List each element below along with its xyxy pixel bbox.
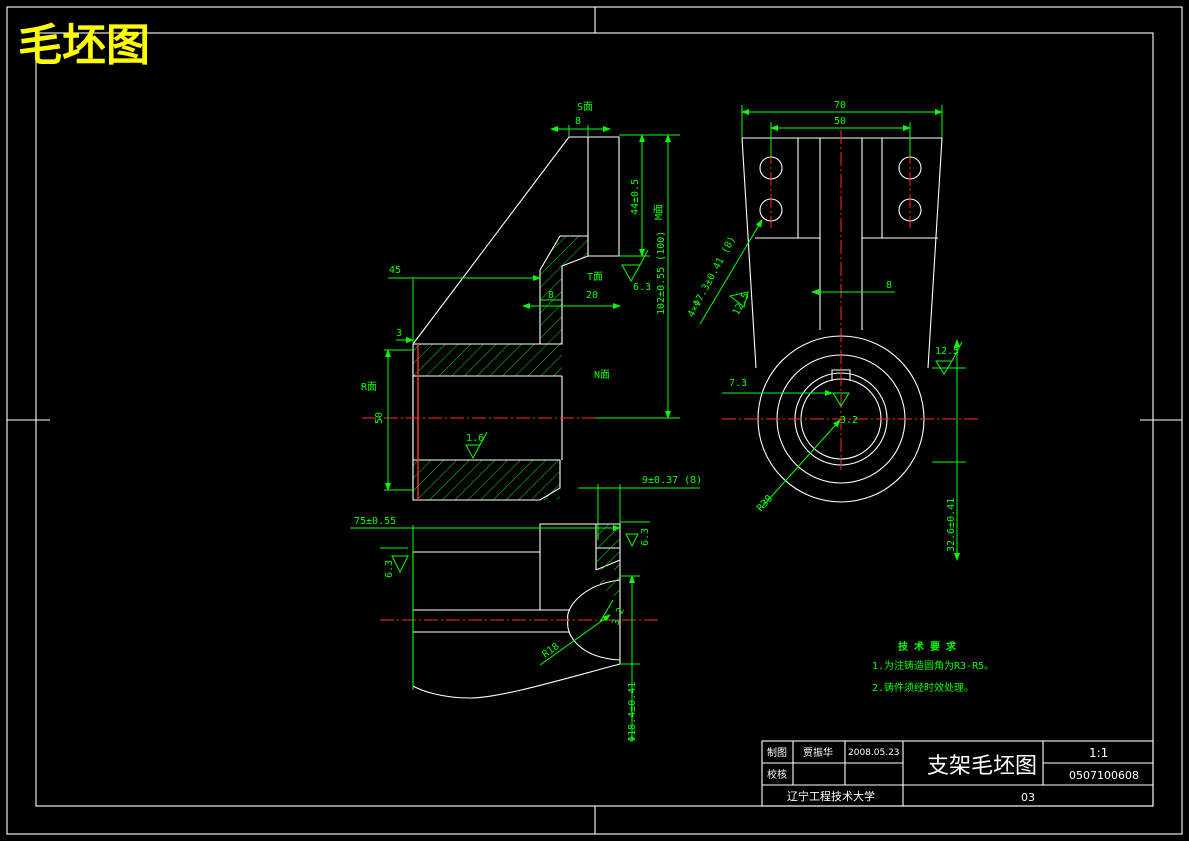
front-view-outline: [412, 136, 620, 501]
label-n-face: N面: [594, 370, 610, 381]
part-name: 支架毛坯图: [927, 754, 1037, 779]
technical-requirements: 技 术 要 求 1.为注铸造圆角为R3-R5。 2.铸件须经时效处理。: [872, 640, 994, 694]
bottom-view: 75±0.55 6.3 6.3 3.2 R18 Φ18.4±0.41: [350, 516, 660, 742]
dim-70: 70: [834, 100, 846, 111]
side-view-outline: [741, 137, 943, 369]
dim-20: 20: [586, 290, 598, 301]
dim-hole: 4×Φ7.3±0.41 (8): [686, 235, 738, 320]
sheet-frame: [6, 6, 1183, 835]
title-block: 制图 贾振华 2008.05.23 校核 支架毛坯图 1:1 050710060…: [761, 740, 1154, 807]
dim-3: 3: [396, 328, 402, 339]
dim-32-6: 32.6±0.41: [946, 498, 957, 552]
notes-line-2: 2.铸件须经时效处理。: [872, 681, 974, 694]
dim-45: 45: [389, 265, 401, 276]
dim-75: 75±0.55: [354, 516, 396, 527]
dim-r30: R30: [755, 493, 775, 514]
rough-32-side: 3.2: [840, 415, 858, 426]
side-view: 70 50 4×Φ7.3±0.41 (8) 12.5 8 12.5 7.3 3.…: [686, 100, 980, 561]
label-s-face: S面: [577, 102, 593, 113]
dim-102: 102±0.55 (100): [656, 231, 667, 315]
rough-16: 1.6: [466, 433, 484, 444]
sheet-number: 03: [1021, 791, 1035, 804]
dim-8-side: 8: [886, 280, 892, 291]
dim-50-front: 50: [374, 412, 385, 424]
dim-8-top: 8: [575, 116, 581, 127]
dim-50-side: 50: [834, 116, 846, 127]
drawn-name: 贾振华: [803, 746, 833, 759]
notes-title: 技 术 要 求: [898, 640, 957, 653]
drawn-label: 制图: [767, 746, 787, 759]
drawing-heading: 毛坯图: [18, 20, 150, 71]
bottom-view-outline: [412, 523, 621, 699]
notes-line-1: 1.为注铸造圆角为R3-R5。: [872, 659, 994, 672]
label-t-face: T面: [587, 272, 603, 283]
front-view: S面 8 44±0.5 M面 102±0.55 (100) T面 6.3 45 …: [361, 102, 702, 540]
dim-8-mid: 8: [548, 290, 554, 301]
drawn-date: 2008.05.23: [848, 748, 900, 758]
dim-18-4: Φ18.4±0.41: [627, 682, 638, 742]
dim-44: 44±0.5: [630, 179, 641, 215]
rough-32-bottom: 3.2: [610, 606, 627, 627]
rough-125-b: 12.5: [935, 346, 959, 357]
rough-63-front: 6.3: [633, 282, 651, 293]
rough-63-bottom-b: 6.3: [640, 528, 651, 546]
school-name: 辽宁工程技术大学: [787, 789, 875, 803]
check-label: 校核: [767, 768, 787, 781]
dim-7-3: 7.3: [729, 378, 747, 389]
dim-9: 9±0.37 (8): [642, 475, 702, 486]
scale: 1:1: [1089, 746, 1108, 760]
section-hatch-lower: [413, 460, 560, 500]
drawing-number: 0507100608: [1069, 769, 1139, 782]
label-r-face: R面: [361, 382, 377, 393]
label-m-face: M面: [654, 204, 665, 220]
rough-63-bottom-a: 6.3: [384, 560, 395, 578]
section-hatch-upper: [413, 137, 588, 376]
